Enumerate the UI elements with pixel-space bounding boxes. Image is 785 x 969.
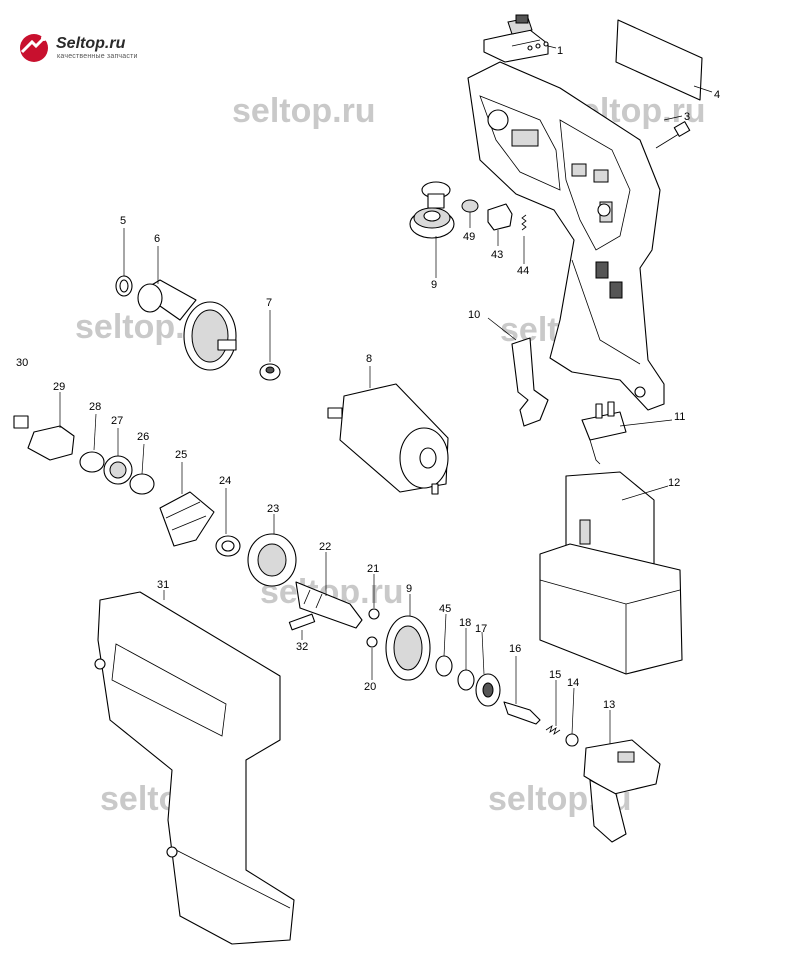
- label-13: 13: [603, 699, 615, 711]
- label-15: 15: [549, 669, 561, 681]
- part-16-shaft: [503, 701, 541, 725]
- label-22: 22: [319, 541, 331, 553]
- label-3: 3: [684, 111, 690, 123]
- label-44: 44: [517, 265, 529, 277]
- label-20: 20: [364, 681, 376, 693]
- part-28-washer: [79, 451, 105, 473]
- part-9-speed-knob: [409, 181, 455, 239]
- label-49: 49: [463, 231, 475, 243]
- label-24: 24: [219, 475, 231, 487]
- part-31-housing-half: [94, 591, 295, 945]
- label-29: 29: [53, 381, 65, 393]
- label-14: 14: [567, 677, 579, 689]
- part-22-spindle: [295, 581, 363, 629]
- part-8-motor: [327, 383, 449, 495]
- label-30: 30: [16, 357, 28, 369]
- part-25-spring-cone: [159, 491, 215, 547]
- label-9b: 9: [406, 583, 412, 595]
- part-44-spring: [521, 214, 527, 231]
- label-7: 7: [266, 297, 272, 309]
- part-6-gear-assembly: [137, 279, 237, 371]
- part-5-retaining-ring: [115, 275, 133, 297]
- label-32: 32: [296, 641, 308, 653]
- part-3-housing-half: [467, 61, 665, 411]
- part-23-plate: [247, 533, 297, 587]
- part-30-nut: [13, 415, 29, 429]
- part-14-washer: [565, 733, 579, 747]
- label-18: 18: [459, 617, 471, 629]
- label-43: 43: [491, 249, 503, 261]
- part-49-disk: [461, 199, 479, 213]
- label-8: 8: [366, 353, 372, 365]
- label-21: 21: [367, 563, 379, 575]
- label-31: 31: [157, 579, 169, 591]
- label-28: 28: [89, 401, 101, 413]
- label-17: 17: [475, 623, 487, 635]
- label-10: 10: [468, 309, 480, 321]
- part-labels: 1 4 3 9 49 43 44 5 6 7 10 8 11 30 29 28 …: [16, 45, 720, 711]
- watermark: seltop.ru: [232, 92, 376, 130]
- part-27-clutch-plate: [103, 455, 133, 485]
- label-4: 4: [714, 89, 720, 101]
- part-10-clip: [511, 337, 549, 427]
- part-29-bracket: [27, 425, 75, 461]
- label-23: 23: [267, 503, 279, 515]
- part-11-terminal: [581, 401, 627, 465]
- part-7-bushing: [259, 363, 281, 381]
- part-12-battery: [539, 471, 683, 675]
- part-26-washer: [129, 473, 155, 495]
- label-6: 6: [154, 233, 160, 245]
- part-screw: [655, 121, 691, 149]
- part-24-spring: [215, 535, 241, 557]
- label-26: 26: [137, 431, 149, 443]
- label-45: 45: [439, 603, 451, 615]
- part-45-washer: [435, 655, 453, 677]
- label-9: 9: [431, 279, 437, 291]
- part-4-label-plate: [615, 19, 703, 101]
- part-32-pin: [288, 613, 316, 631]
- logo-subtitle: качественные запчасти: [57, 53, 138, 60]
- logo-title: Seltop.ru: [56, 35, 126, 52]
- label-5: 5: [120, 215, 126, 227]
- part-9-gear: [385, 615, 431, 681]
- part-18-washer: [457, 669, 475, 691]
- label-16: 16: [509, 643, 521, 655]
- part-17-bearing: [475, 673, 501, 707]
- seltop-logo: [14, 30, 164, 66]
- label-1: 1: [557, 45, 563, 57]
- label-27: 27: [111, 415, 123, 427]
- seltop-logo-icon: [20, 34, 48, 62]
- label-12: 12: [668, 477, 680, 489]
- part-13-switch: [583, 739, 661, 843]
- part-1-connector: [483, 14, 549, 63]
- part-20-ball: [366, 636, 378, 648]
- part-43-block: [487, 203, 513, 231]
- label-25: 25: [175, 449, 187, 461]
- label-11: 11: [674, 411, 685, 423]
- part-15-spring: [545, 725, 561, 735]
- part-21-ball: [368, 608, 380, 620]
